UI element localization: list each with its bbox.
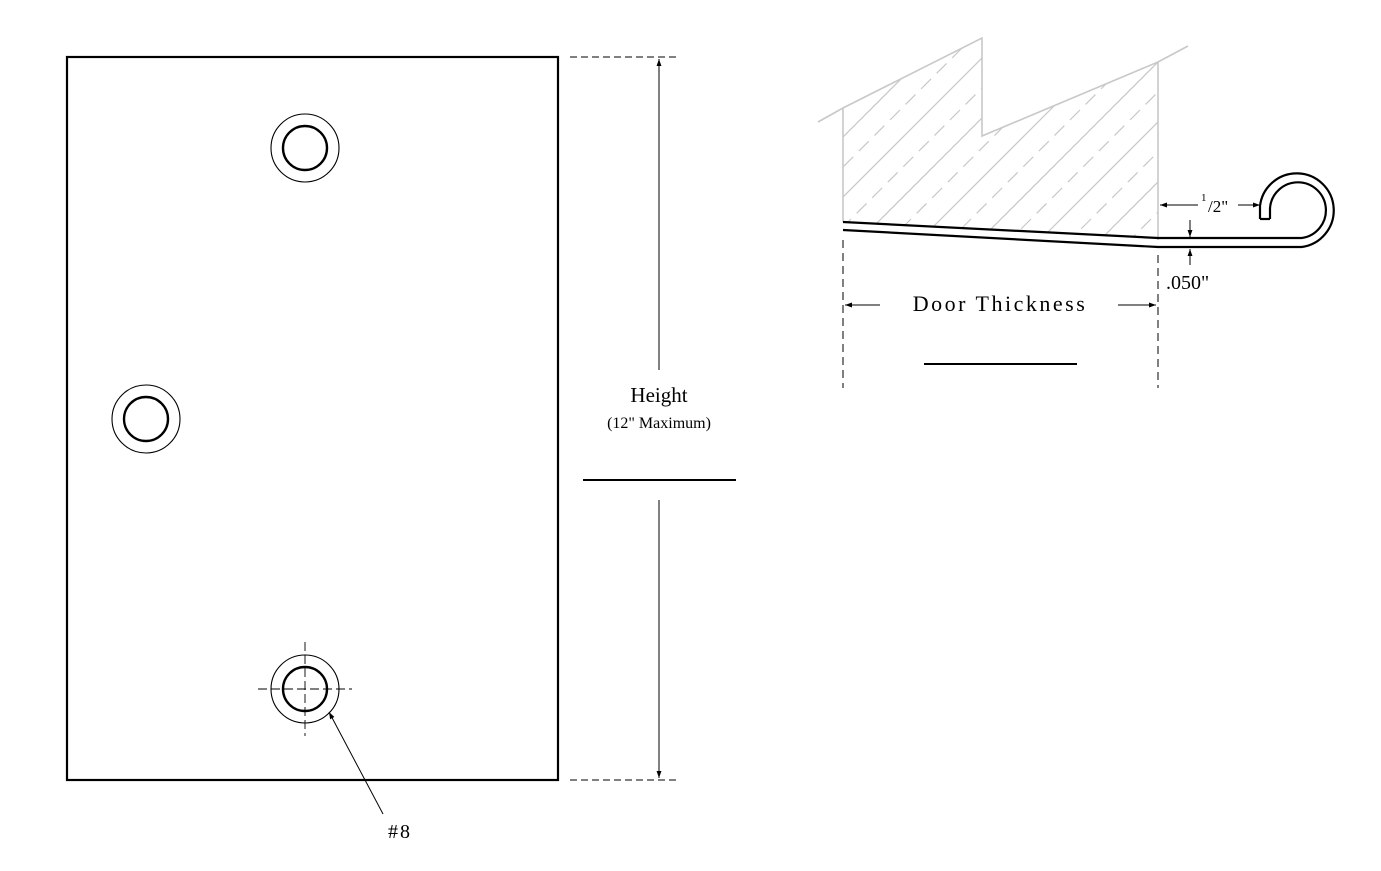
hinge-leaf-edge bbox=[842, 172, 1335, 249]
screw-hole-bottom bbox=[258, 642, 352, 736]
screw-hole-middle bbox=[111, 384, 181, 454]
screw-callout-leader bbox=[328, 711, 384, 815]
screw-hole-top bbox=[270, 113, 340, 183]
height-label: Height bbox=[630, 383, 687, 407]
hinge-leaf-front-view: #8 Height (12" Maximum) bbox=[65, 55, 736, 843]
offset-denominator: /2" bbox=[1208, 197, 1228, 216]
gauge-label: .050" bbox=[1166, 272, 1209, 294]
screw-callout-label: #8 bbox=[388, 821, 412, 843]
offset-label: 1/2" bbox=[1201, 192, 1228, 216]
height-note: (12" Maximum) bbox=[607, 415, 711, 432]
thickness-label: Door Thickness bbox=[913, 291, 1088, 316]
door-section-hatching bbox=[843, 38, 1158, 238]
door-section-outline bbox=[817, 36, 1189, 240]
hinge-edge-view: 1/2" .050" Door Thickness bbox=[817, 36, 1335, 388]
offset-numerator: 1 bbox=[1201, 192, 1207, 204]
hinge-leaf-outline bbox=[65, 55, 560, 782]
